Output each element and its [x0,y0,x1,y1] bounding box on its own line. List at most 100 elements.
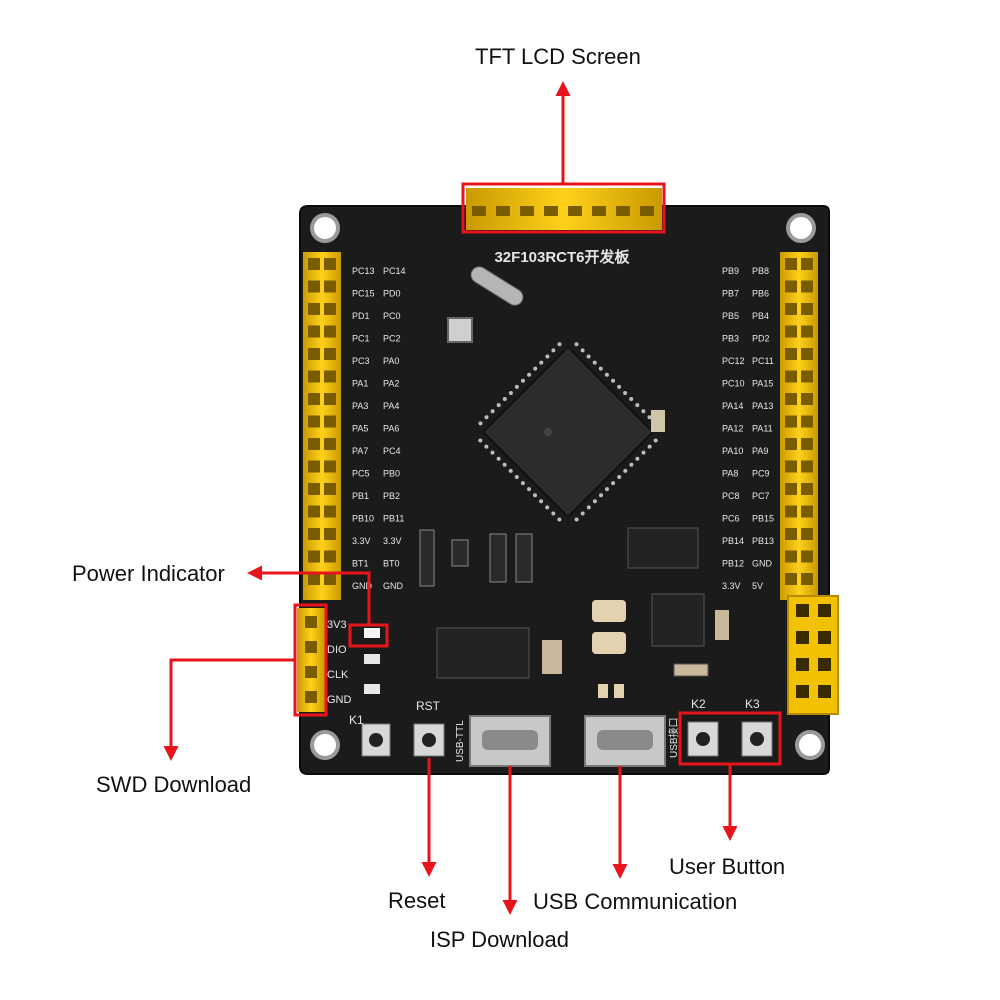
chip-pin [592,499,597,504]
header-pin [785,370,797,383]
mounting-holes [310,213,825,760]
chip-pin [598,366,603,371]
swd-pin-label: GND [327,694,352,706]
pin-label: PC3 [352,356,370,366]
pin-label: PC9 [752,469,770,479]
button-k1[interactable] [361,723,391,757]
socket-hole [796,631,809,644]
chip-pin [508,391,513,395]
chip-pin [484,444,489,449]
header-pin [324,415,336,428]
pin-label: PA2 [383,379,399,389]
usb-label: USB接口 [667,717,680,758]
chip-pin [490,450,495,455]
pin-label: PB1 [352,491,369,501]
chip-pin [508,468,513,473]
pin-label: PB6 [752,289,769,299]
header-pin [785,528,797,540]
chip-pin [527,487,531,492]
header-pin [308,415,320,428]
header-pin [785,438,797,450]
pin-label: PC10 [722,379,745,389]
header-pin [324,303,336,315]
pin-label: PC4 [383,446,401,456]
pin-label: PA3 [352,401,368,411]
swd-pin [305,666,317,678]
pin-label: PA1 [352,379,368,389]
pin-label: PA13 [752,401,773,411]
pin-label: PC11 [752,356,774,366]
pin-label: PD0 [383,289,401,299]
header-pin [801,550,813,563]
header-pin [324,370,336,383]
header-pin [785,550,797,563]
header-pin [308,325,320,338]
tft-pin [616,206,630,216]
power-indicator-callout: Power Indicator [72,561,225,586]
pin-label: PA7 [352,446,368,456]
tft-header [466,188,662,230]
pin-label: PC14 [383,266,406,276]
swd-arrow [163,658,295,761]
chip-pin [635,403,640,408]
header-pin [785,460,797,473]
header-pin [801,280,813,293]
chip-pin [623,391,628,395]
usb-connector[interactable] [584,715,666,767]
header-pin [324,258,336,270]
chip-pin [611,481,616,486]
header-pin [324,438,336,450]
chip-pin [623,468,628,473]
header-pin [324,483,336,495]
chip-pin [551,511,556,516]
tft-pin [544,206,558,216]
header-pin [308,573,320,585]
header-pin [324,325,336,338]
tft-pin [568,206,582,216]
pin-label: PA11 [752,424,773,434]
header-pin [785,483,797,495]
annotation-arrows [163,81,738,915]
power-indicator-arrow [247,565,371,625]
pin-label: PD2 [752,334,770,344]
pin-label: PC8 [722,491,740,501]
button-rst[interactable] [413,723,445,757]
header-pin [308,370,320,383]
pin-label: PA8 [722,469,738,479]
header-pin [785,280,797,293]
chip-pin [580,511,585,516]
header-pin [324,528,336,540]
chip-pin [574,342,579,347]
chip-pin [478,421,483,426]
rst-label: RST [416,699,441,713]
header-pin [801,370,813,383]
pin-label: PC15 [352,289,375,299]
header-pin [785,415,797,428]
pin-label: PC7 [752,491,770,501]
pin-label: BT0 [383,559,400,569]
swd-pin [305,691,317,703]
pin-label: PB5 [722,311,739,321]
pin-label: PC1 [352,334,370,344]
tft-pin [592,206,606,216]
header-pin [308,303,320,315]
button-k3[interactable] [741,721,773,757]
pin-label: PA15 [752,379,773,389]
chip-pin [605,487,609,492]
header-pin [801,505,813,518]
chip-pin [617,384,622,389]
usb-ttl-label: USB-TTL [455,720,466,762]
chip-pin [574,517,579,522]
socket-hole [796,658,809,671]
usb-communication-callout: USB Communication [533,889,738,914]
usb-ttl-connector[interactable] [469,715,551,767]
socket-hole [818,658,831,671]
header-pin [785,325,797,338]
chip-pin [629,462,634,467]
button-k2[interactable] [687,721,719,757]
chip-pin [502,462,507,467]
header-pin [308,258,320,270]
pin-label: PC2 [383,334,401,344]
socket-hole [796,604,809,617]
header-pin [308,393,320,405]
